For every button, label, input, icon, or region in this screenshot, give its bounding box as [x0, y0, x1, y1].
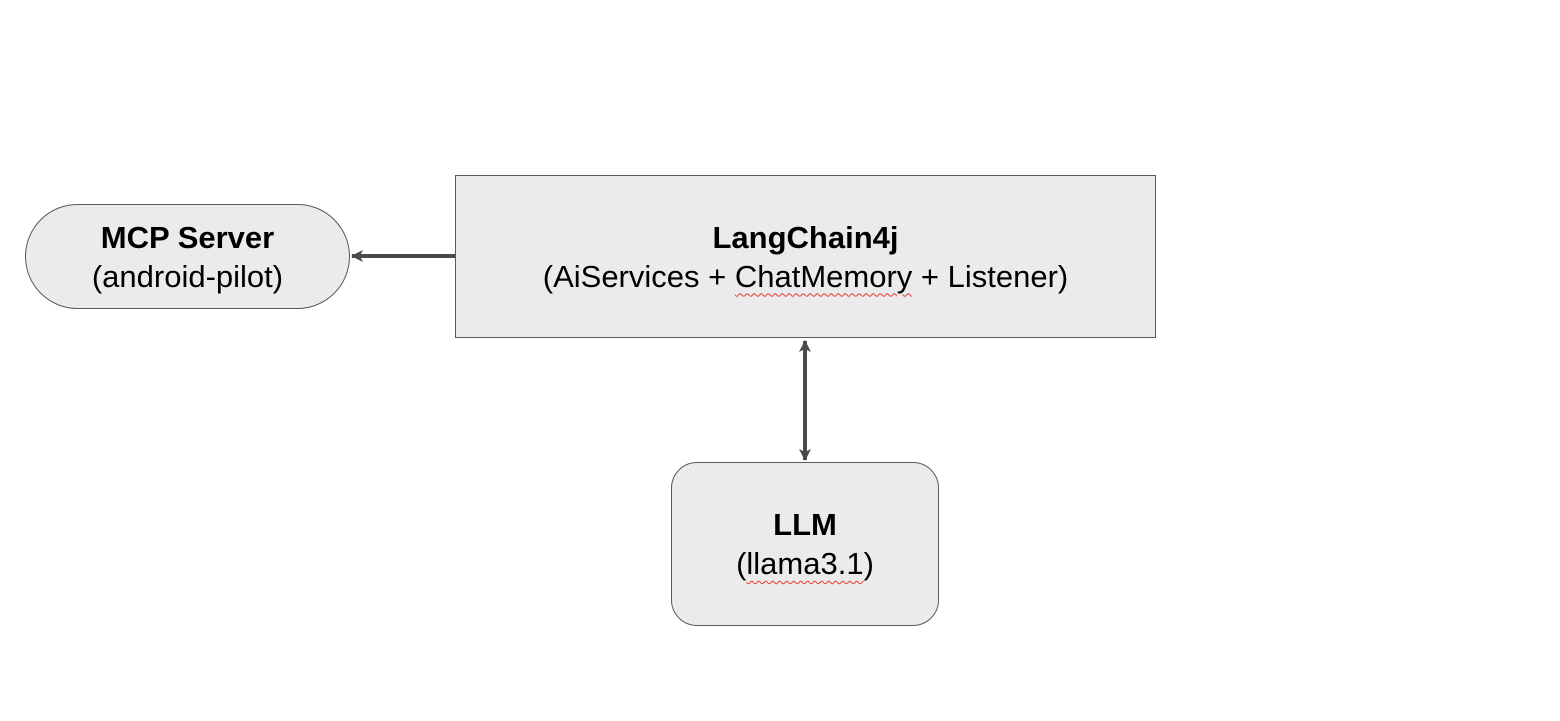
langchain4j-node[interactable]: LangChain4j (AiServices + ChatMemory + L…	[455, 175, 1156, 338]
langchain4j-subtitle-flagged-word: ChatMemory	[734, 258, 913, 294]
mcp-server-subtitle: (android-pilot)	[91, 258, 284, 294]
langchain4j-subtitle-end: + Listener)	[912, 258, 1069, 294]
llm-node[interactable]: LLM (llama3.1)	[671, 462, 939, 626]
llm-subtitle-close: )	[863, 546, 874, 581]
llm-subtitle-open: (	[736, 546, 747, 581]
langchain4j-subtitle-start: (AiServices +	[542, 258, 735, 294]
llm-subtitle: (llama3.1)	[736, 544, 874, 583]
mcp-server-node[interactable]: MCP Server (android-pilot)	[25, 204, 350, 309]
langchain4j-title: LangChain4j	[712, 219, 899, 255]
langchain4j-subtitle: (AiServices + ChatMemory + Listener)	[543, 257, 1068, 296]
llm-subtitle-flagged-word: llama3.1	[746, 546, 864, 581]
llm-title: LLM	[773, 507, 837, 542]
mcp-server-title: MCP Server	[100, 219, 275, 255]
